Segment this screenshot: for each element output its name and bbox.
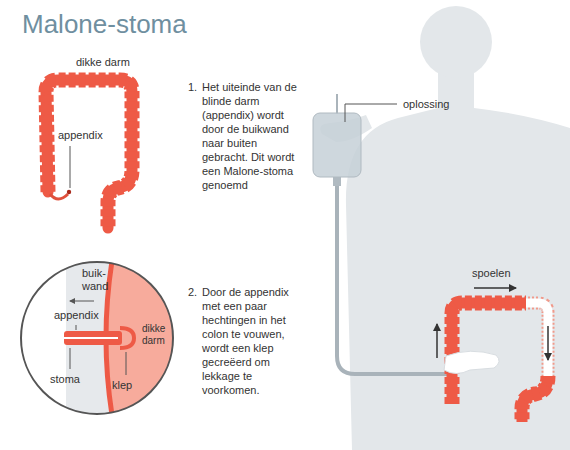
person-silhouette [320,6,570,450]
leader-line [70,348,71,369]
colon-hidden-part [520,303,548,380]
colon [46,80,132,228]
flow-arrow [436,324,438,358]
flow-arrow [547,326,549,360]
leader-line [345,104,397,122]
part-label: klep [112,379,132,392]
stoma-detail [20,261,174,415]
appendix-tip [67,190,71,194]
leader-line [70,301,94,302]
circle-outline [21,262,173,414]
large-intestine [46,80,132,228]
organ-label: dikke darm [142,323,172,347]
bag [313,113,361,177]
appendix [50,194,68,199]
colon [46,80,132,228]
leader-line [70,146,71,188]
organ-label: dikke darm [76,55,130,69]
irrigation-bag [313,94,361,186]
flow-arrow [474,287,516,289]
action-label: spoelen [472,266,511,280]
appendix-tube [64,331,122,345]
part-label: buik- wand [82,267,114,293]
leader-line [126,352,127,375]
head [420,6,492,78]
part-label: oplossing [403,97,449,111]
step-text: Door de appendix met een paar hechtingen… [202,285,302,397]
bag-hook [336,94,338,114]
colon-hidden-part [520,303,548,380]
part-label: appendix [58,128,103,142]
hand [444,351,499,373]
appendix-lumen [64,337,118,339]
tube [337,186,448,374]
colon [522,376,548,422]
part-label: stoma [50,373,80,386]
valve-fold [120,328,134,348]
leader-line [76,325,77,330]
colon [522,376,548,422]
part-label: appendix [54,309,99,322]
title: Malone-stoma [22,8,187,40]
step-number: 1. [188,80,197,94]
step-number: 2. [188,285,197,299]
torso [346,70,570,450]
step-text: Het uiteinde van de blinde darm (appendi… [202,80,302,192]
detail-circle: buik- wand appendix dikke darm stoma klep [20,261,174,415]
bag-nozzle [333,177,341,186]
abdominal-wall [20,261,174,415]
